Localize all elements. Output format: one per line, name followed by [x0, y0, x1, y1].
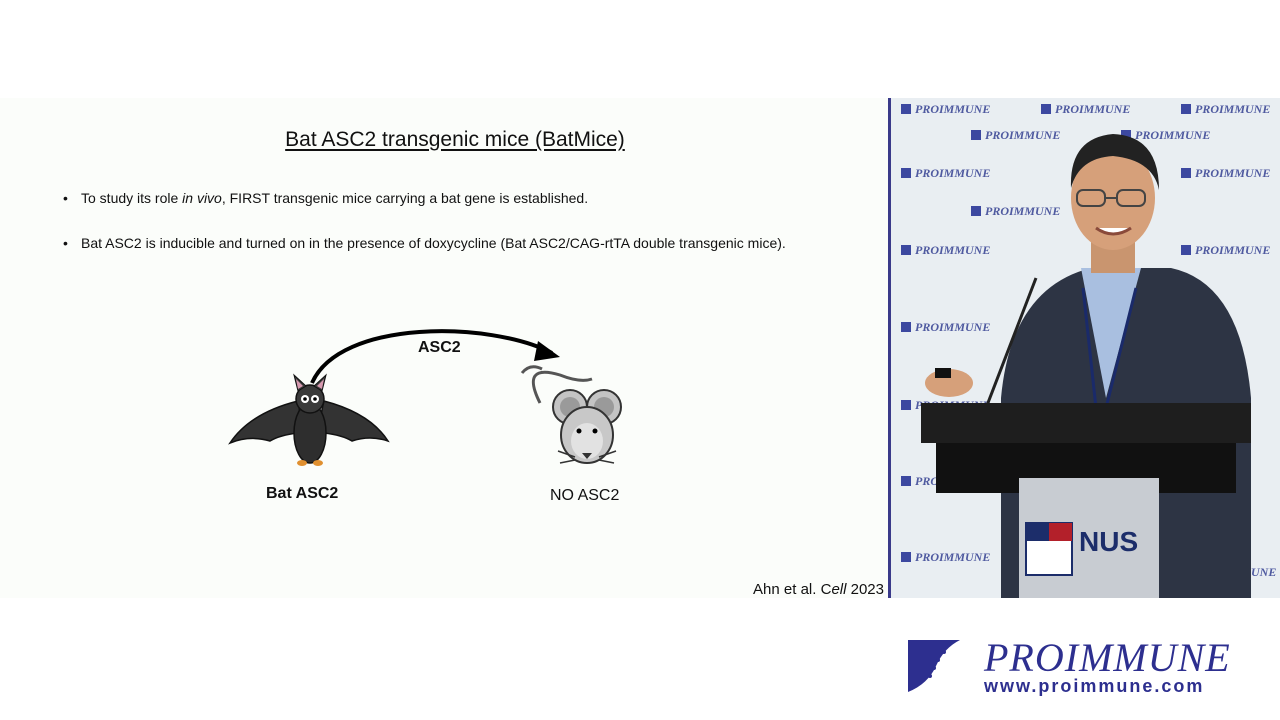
backdrop-logo: PROIMMUNE: [1181, 243, 1270, 258]
backdrop-logo: PROIMMUNE: [901, 550, 990, 565]
podium-nus-text: NUS: [1079, 526, 1138, 557]
mouse-icon: [520, 365, 622, 464]
presentation-slide: Bat ASC2 transgenic mice (BatMice) • To …: [0, 98, 888, 598]
bullet-dot: •: [63, 190, 68, 206]
mouse-label: NO ASC2: [550, 487, 620, 504]
backdrop-logo: PROIMMUNE: [971, 128, 1060, 143]
logo-name: PROIMMUNE: [984, 635, 1231, 680]
bullet-2: • Bat ASC2 is inducible and turned on in…: [63, 235, 786, 251]
bullet-text: To study its role in vivo, FIRST transge…: [81, 190, 589, 206]
bullet-dot: •: [63, 235, 68, 251]
citation: Ahn et al. Cell 2023: [753, 581, 884, 598]
backdrop-logo: PROIMMUNE: [1121, 128, 1210, 143]
backdrop-logo: PROIMMUNE: [971, 204, 1060, 219]
arrow-label: ASC2: [418, 339, 461, 356]
bat-icon: [228, 373, 390, 466]
speaker-video: PROIMMUNE PROIMMUNE PROIMMUNE PROIMMUNE …: [888, 98, 1280, 598]
bullet-1: • To study its role in vivo, FIRST trans…: [63, 190, 588, 206]
proimmune-logo: PROIMMUNE www.proimmune.com: [908, 632, 1258, 702]
backdrop-logo: PROIMMUNE: [1181, 166, 1270, 181]
backdrop-logo: PROIMMUNE: [901, 166, 990, 181]
backdrop-logo: PROIMMUNE: [1181, 102, 1270, 117]
backdrop-logo: PROIMMUNE: [901, 102, 990, 117]
bat-label: Bat ASC2: [266, 485, 339, 502]
backdrop-logo: PROIMMUNE: [901, 243, 990, 258]
proimmune-logo-icon: [908, 640, 960, 692]
arrow-graphic: [228, 329, 622, 466]
slide-title: Bat ASC2 transgenic mice (BatMice): [285, 128, 625, 151]
transgene-diagram: ASC2 Bat ASC2 NO ASC2: [220, 323, 640, 513]
speaker-figure: NUS: [921, 134, 1251, 598]
bullet-text: Bat ASC2 is inducible and turned on in t…: [81, 235, 786, 251]
logo-url: www.proimmune.com: [984, 676, 1205, 696]
backdrop-logo: PROIMMUNE: [1041, 102, 1130, 117]
backdrop-logo: PROIMMUNE: [901, 320, 990, 335]
